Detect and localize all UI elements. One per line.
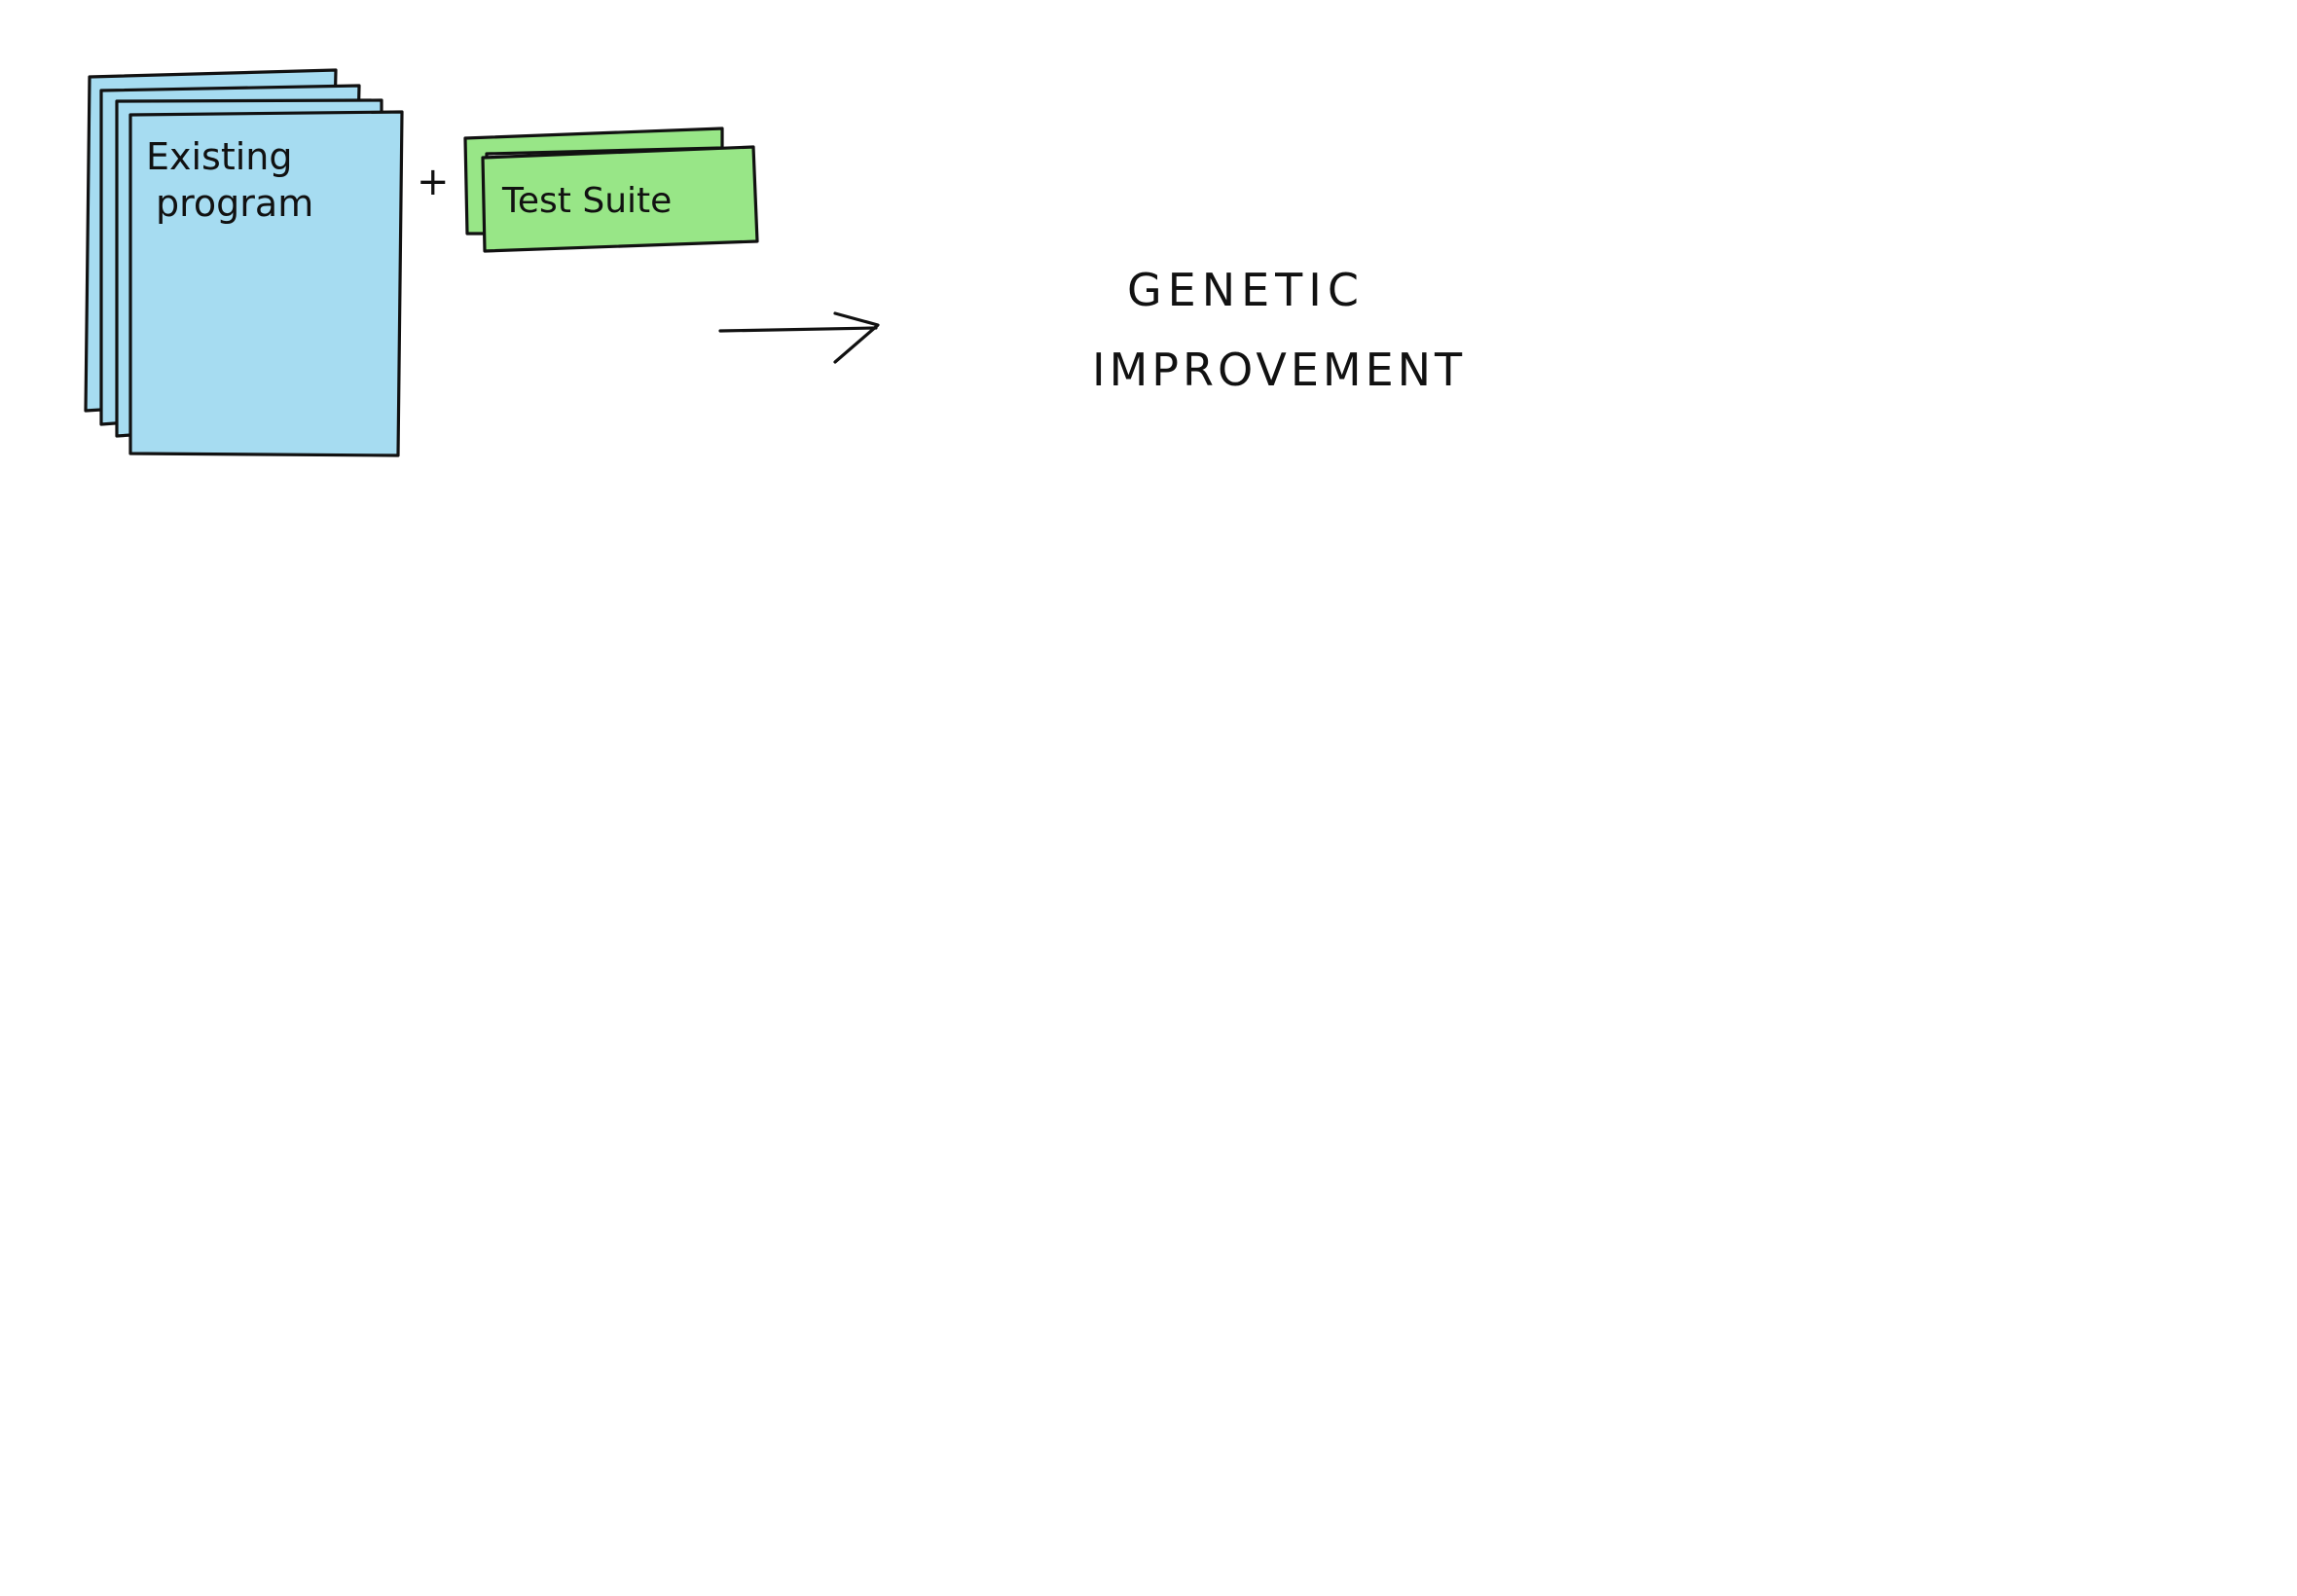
test-suite-stack: Test Suite xyxy=(463,127,759,253)
program-label-line1: Existing xyxy=(146,135,293,178)
result-line2: IMPROVEMENT xyxy=(1092,344,1466,396)
test-suite-label: Test Suite xyxy=(501,181,672,221)
plus-sign: + xyxy=(417,160,450,204)
test-suite-card-front xyxy=(481,145,759,253)
result-line1: GENETIC xyxy=(1127,264,1365,316)
test-suite-card-back xyxy=(463,127,724,236)
program-page-front xyxy=(128,110,404,457)
arrow-icon xyxy=(718,311,880,364)
program-label-line2: program xyxy=(156,182,313,225)
existing-program-stack: Existing program xyxy=(84,68,404,457)
